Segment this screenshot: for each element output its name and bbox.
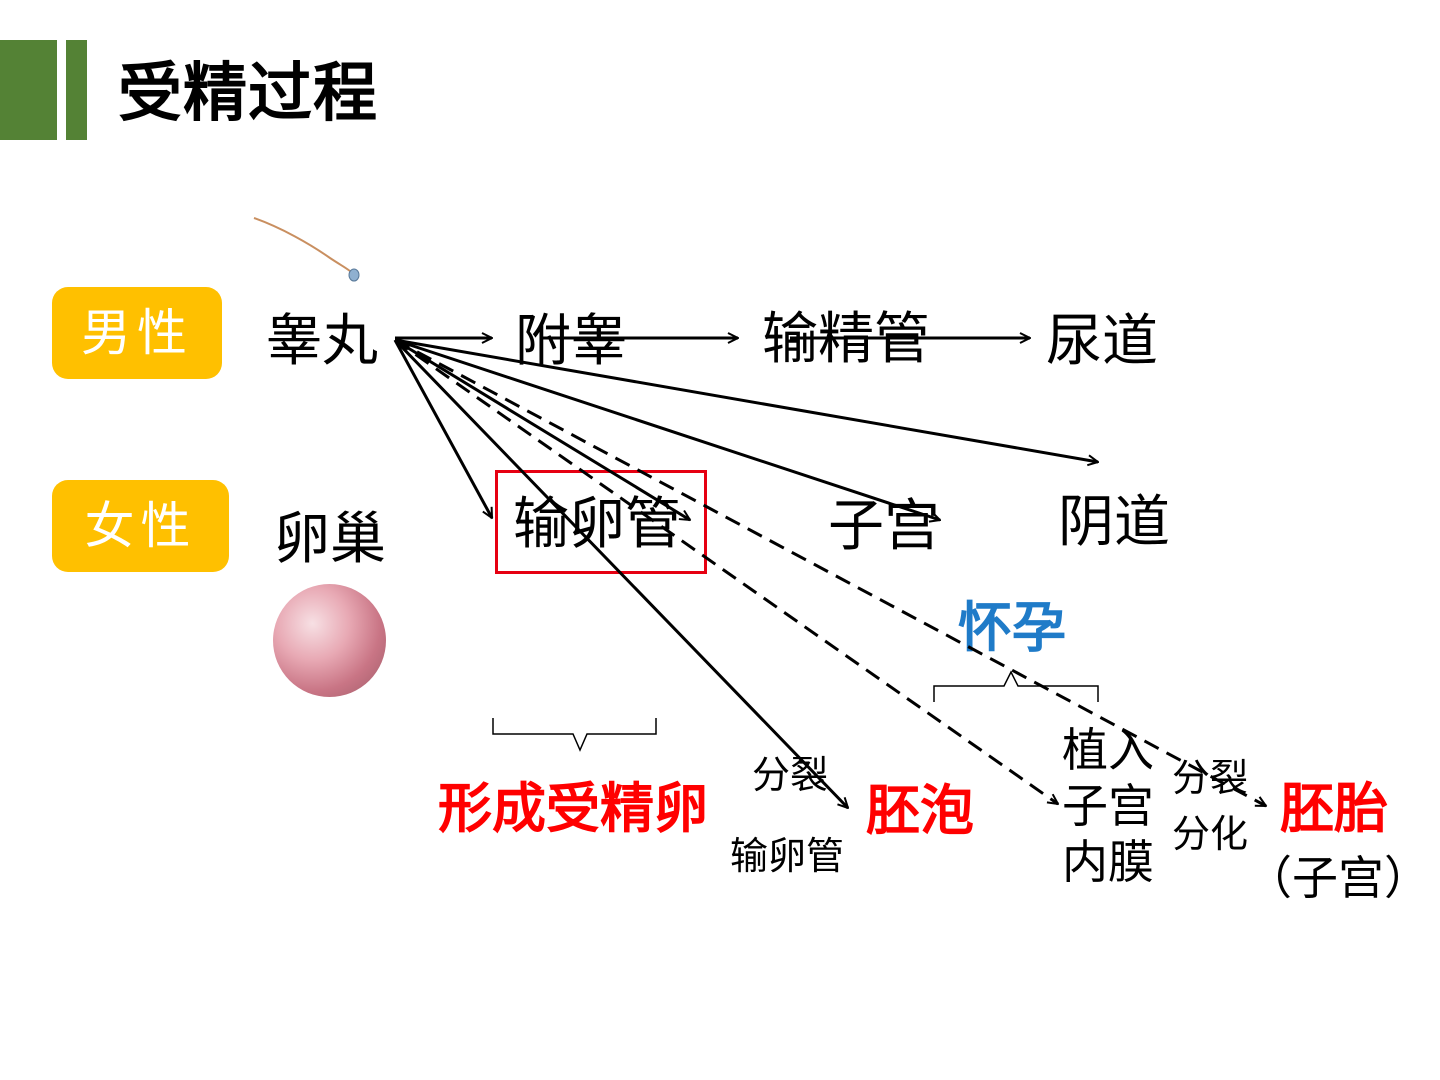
title-accent-bar-thin — [66, 40, 87, 140]
arrow-to-vagina — [394, 338, 1098, 462]
testis-label: 睾丸 — [266, 309, 378, 374]
vas-deferens-label: 输精管 — [762, 307, 930, 372]
pregnancy-label: 怀孕 — [958, 596, 1066, 659]
uterus-label: 子宫 — [828, 494, 940, 559]
male-tag: 男性 — [52, 287, 222, 379]
ovum-image — [273, 584, 386, 697]
implant-line-2: 子宫 — [1062, 779, 1154, 833]
pregnancy-brace — [933, 670, 1099, 702]
location-oviduct-label: 输卵管 — [730, 834, 845, 878]
implant-line-3: 内膜 — [1062, 835, 1154, 889]
ovary-label: 卵巢 — [274, 507, 386, 572]
implant-line-1: 植入 — [1062, 723, 1154, 777]
female-tag: 女性 — [52, 480, 229, 572]
blastocyst-label: 胚泡 — [866, 779, 974, 842]
sperm-icon — [253, 217, 360, 282]
division-label-1: 分裂 — [752, 753, 829, 797]
arrow-to-blastocyst — [393, 338, 848, 808]
embryo-label: 胚胎 — [1280, 777, 1388, 840]
fertilized-egg-label: 形成受精卵 — [438, 777, 708, 840]
title-accent-bar — [0, 40, 57, 140]
embryo-location-label: （子宫） — [1246, 851, 1430, 905]
division-label-2: 分裂 — [1172, 756, 1249, 800]
urethra-label: 尿道 — [1046, 309, 1158, 374]
vagina-label: 阴道 — [1058, 490, 1170, 555]
arrow-to-oviduct-left — [393, 339, 494, 518]
fertilization-brace — [492, 718, 657, 752]
page-title: 受精过程 — [118, 57, 378, 131]
differentiation-label: 分化 — [1172, 812, 1249, 856]
epididymis-label: 附睾 — [515, 309, 627, 374]
oviduct-highlight-box — [495, 470, 707, 574]
